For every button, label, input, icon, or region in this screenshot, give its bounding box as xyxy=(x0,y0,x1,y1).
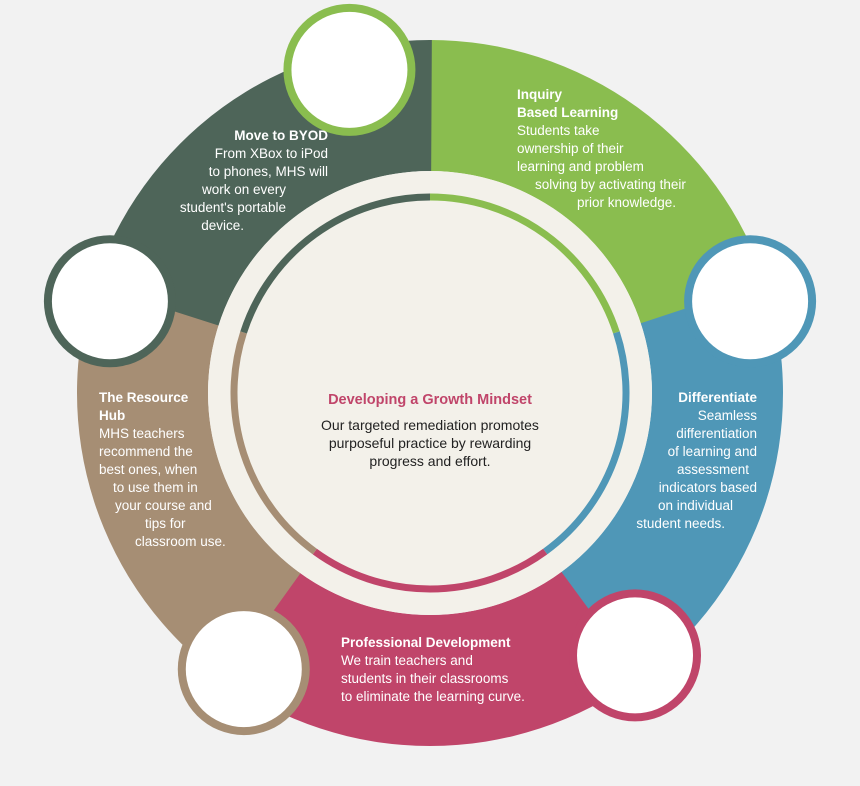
ring-segment-resource xyxy=(76,282,301,680)
label-line: to use them in xyxy=(113,480,198,495)
label-line: Students take xyxy=(517,123,600,138)
label-line: MHS teachers xyxy=(99,426,185,441)
center-line: purposeful practice by rewarding xyxy=(328,435,532,451)
label-line: student's portable xyxy=(179,200,286,215)
center-text: Developing a Growth Mindset Our targeted… xyxy=(290,392,570,470)
label-line: classroom use. xyxy=(135,534,226,549)
ring-segment-inquiry xyxy=(428,39,767,326)
label-title: Differentiate xyxy=(678,390,757,405)
bubble-differentiate xyxy=(692,243,809,360)
label-line: From XBox to iPod xyxy=(214,146,328,161)
label-line: work on every xyxy=(201,182,286,197)
inner-arc-inquiry xyxy=(429,193,620,334)
center-line: Our targeted remediation promotes xyxy=(321,417,539,433)
label-title: Professional Development xyxy=(341,635,511,650)
inner-arc-resource xyxy=(230,331,317,555)
label-line: recommend the xyxy=(99,444,193,459)
label-differentiate: Differentiate Seamless differentiation o… xyxy=(636,389,757,533)
label-resource: The Resource Hub MHS teachers recommend … xyxy=(99,389,226,551)
bubble-byod xyxy=(51,243,168,360)
inner-arc-differentiate xyxy=(543,331,630,555)
label-line: on individual xyxy=(657,498,733,513)
label-line: tips for xyxy=(145,516,186,531)
label-line: to eliminate the learning curve. xyxy=(341,689,525,704)
ring-segment-differentiate xyxy=(559,282,783,680)
label-line: Seamless xyxy=(697,408,757,423)
label-line: student needs. xyxy=(636,516,725,531)
label-line: your course and xyxy=(115,498,212,513)
bubble-professional xyxy=(577,597,694,714)
label-line: indicators based xyxy=(658,480,757,495)
label-line: to phones, MHS will xyxy=(208,164,328,179)
label-inquiry: Inquiry Based Learning Students take own… xyxy=(517,86,686,212)
center-disc xyxy=(238,201,622,585)
label-title: Hub xyxy=(99,408,126,423)
ring-segment-professional xyxy=(221,571,639,746)
label-title: Inquiry xyxy=(517,87,563,102)
label-line: device. xyxy=(201,218,244,233)
label-line: prior knowledge. xyxy=(577,195,677,210)
center-line: progress and effort. xyxy=(369,453,491,469)
bubble-resource xyxy=(185,611,302,728)
label-title: Based Learning xyxy=(517,105,619,120)
label-line: solving by activating their xyxy=(535,177,686,192)
bubble-inquiry xyxy=(291,11,408,128)
label-line: We train teachers and xyxy=(341,653,473,668)
label-title: Move to BYOD xyxy=(234,128,328,143)
label-line: best ones, when xyxy=(99,462,198,477)
label-line: assessment xyxy=(676,462,749,477)
label-line: learning and problem xyxy=(517,159,644,174)
label-professional: Professional Development We train teache… xyxy=(341,634,525,706)
inner-arc-professional xyxy=(312,548,548,593)
inner-arc-byod xyxy=(240,193,431,334)
label-line: differentiation xyxy=(676,426,757,441)
label-line: students in their classrooms xyxy=(341,671,509,686)
label-title: The Resource xyxy=(99,390,189,405)
center-title: Developing a Growth Mindset xyxy=(328,392,532,408)
label-line: of learning and xyxy=(667,444,757,459)
label-byod: Move to BYOD From XBox to iPod to phones… xyxy=(180,127,328,235)
label-line: ownership of their xyxy=(517,141,624,156)
